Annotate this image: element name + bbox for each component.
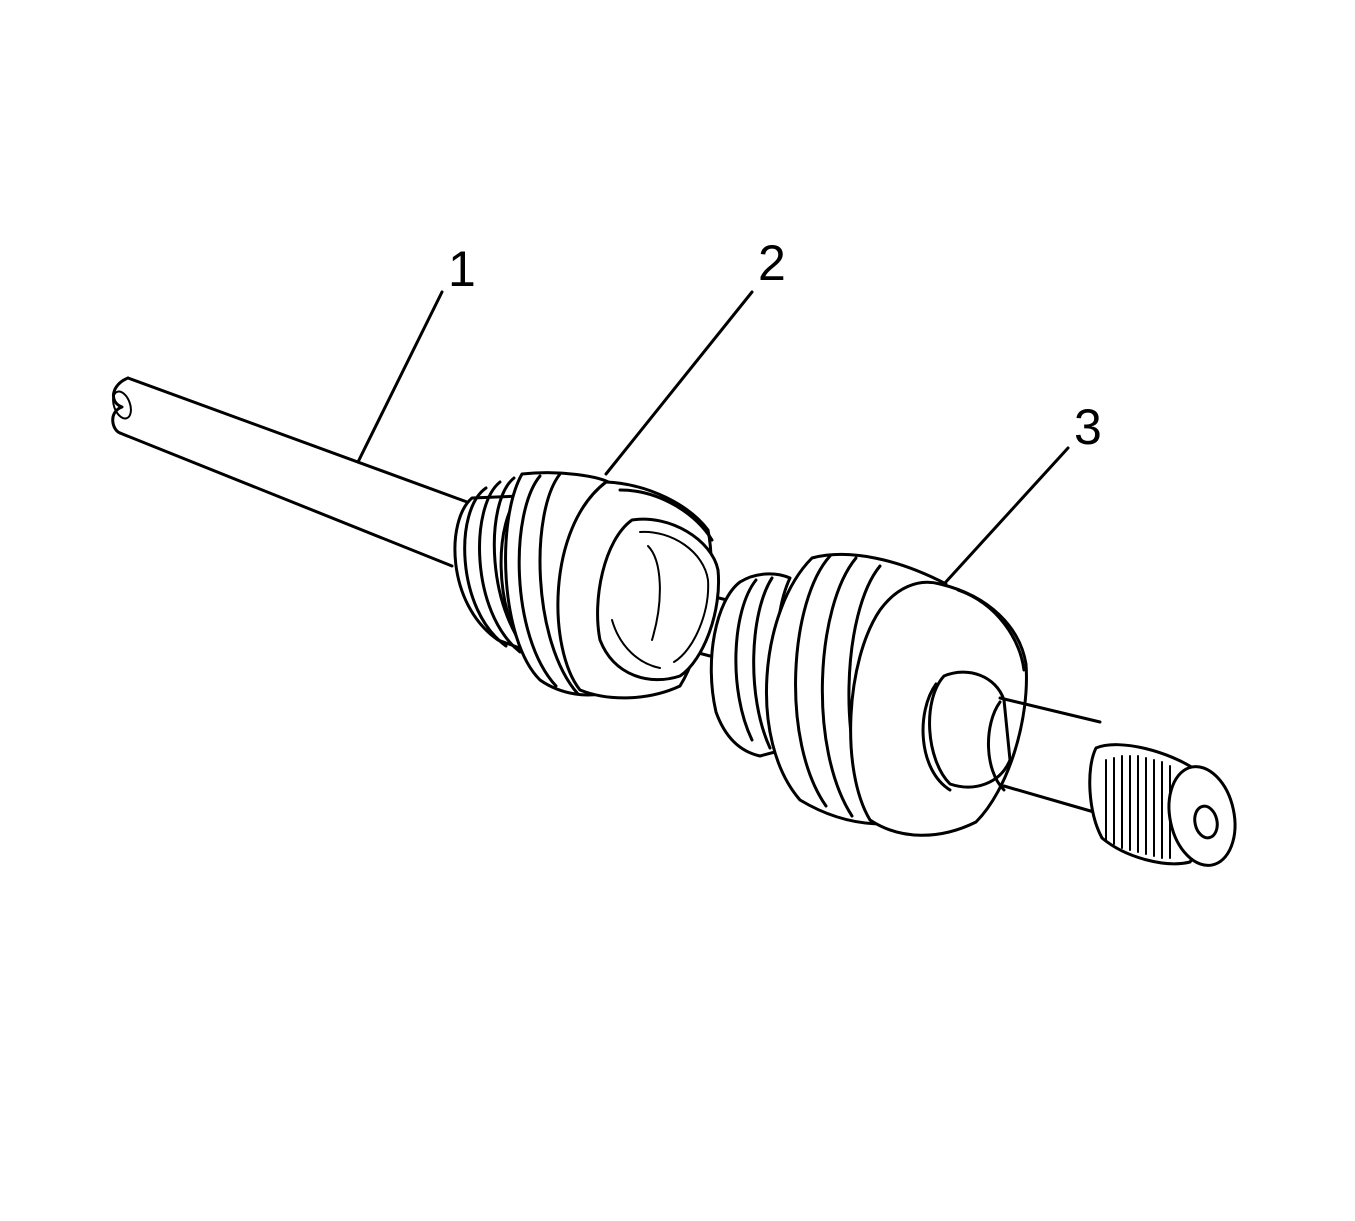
boot (453, 471, 721, 700)
callout-labels: 1 2 3 (448, 235, 1102, 455)
spline-teeth (1105, 755, 1171, 859)
leader-lines (356, 290, 1070, 586)
leader-line-2 (604, 290, 754, 476)
leader-line-3 (942, 446, 1070, 586)
callout-1: 1 (448, 241, 476, 297)
cv-joint-housing (709, 552, 1237, 867)
leader-line-1 (356, 290, 444, 464)
callout-3: 3 (1074, 399, 1102, 455)
callout-2: 2 (758, 235, 786, 291)
